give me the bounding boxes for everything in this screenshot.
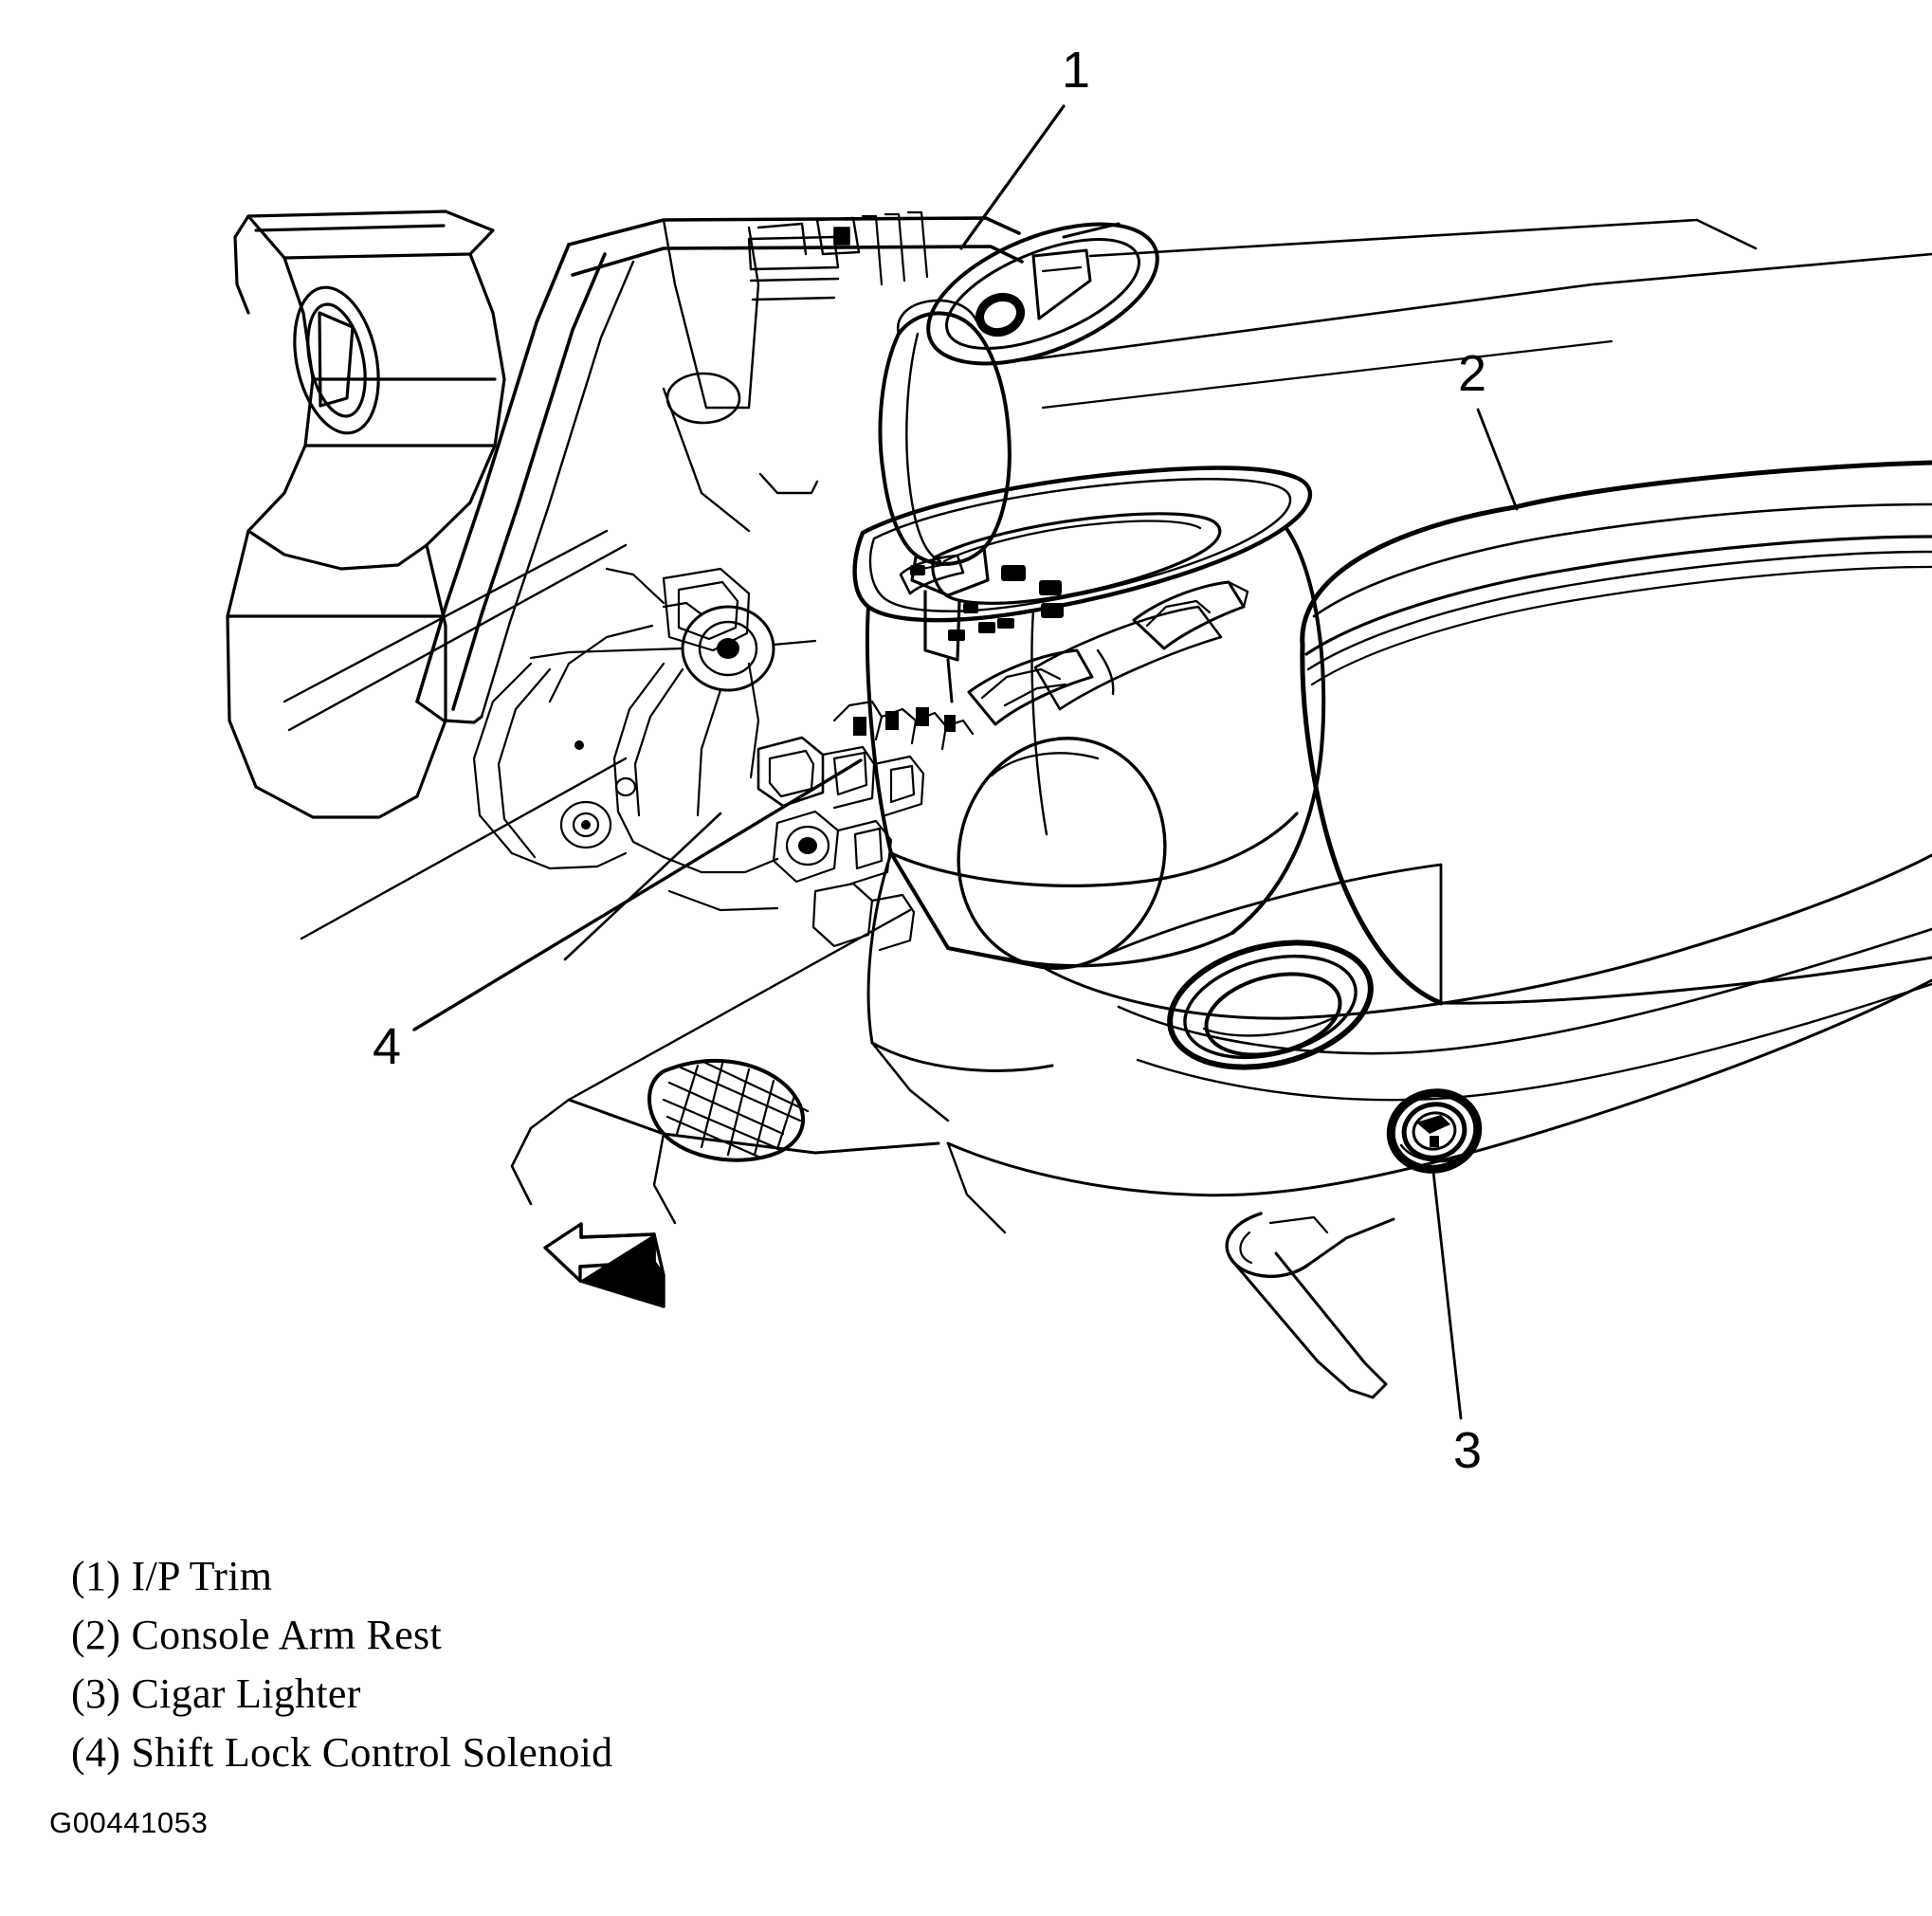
legend-item-1: (1) I/P Trim: [71, 1553, 273, 1599]
instrument-panel-left-trim: [226, 210, 506, 819]
center-stack-controls: [662, 210, 929, 533]
floor-console-speaker-grille: [647, 1058, 810, 1162]
legend-item-2: (2) Console Arm Rest: [71, 1612, 442, 1658]
callout-numbers: 1 2 3 4: [373, 42, 1486, 1479]
console-arm-rest: [1300, 460, 1932, 1006]
floor-panel-lines: [283, 529, 912, 1130]
legend-item-3: (3) Cigar Lighter: [71, 1670, 361, 1717]
legend-item-4: (4) Shift Lock Control Solenoid: [71, 1729, 613, 1776]
forward-direction-arrow: [543, 1222, 665, 1308]
component-legend: (1) I/P Trim (2) Console Arm Rest (3) Ci…: [71, 1547, 1209, 1782]
instrument-panel-air-vent: [926, 222, 1159, 366]
console-rear-valance: [946, 978, 1932, 1399]
callout-number-3: 3: [1453, 1422, 1482, 1479]
console-cup-holder: [1167, 940, 1374, 1070]
callout-number-1: 1: [1062, 42, 1090, 99]
callout-number-2: 2: [1458, 345, 1486, 402]
rear-console-top: [1041, 853, 1932, 1102]
figure-id-label: G00441053: [49, 1806, 209, 1839]
callout-number-4: 4: [373, 1018, 401, 1075]
cigar-lighter-socket: [1386, 1088, 1483, 1174]
shift-lock-control-solenoid-assembly: [472, 567, 975, 952]
dash-upper-surface: [1022, 218, 1932, 410]
callout-leader-lines: [412, 104, 1519, 1420]
console-lower-trim: [510, 1041, 950, 1225]
